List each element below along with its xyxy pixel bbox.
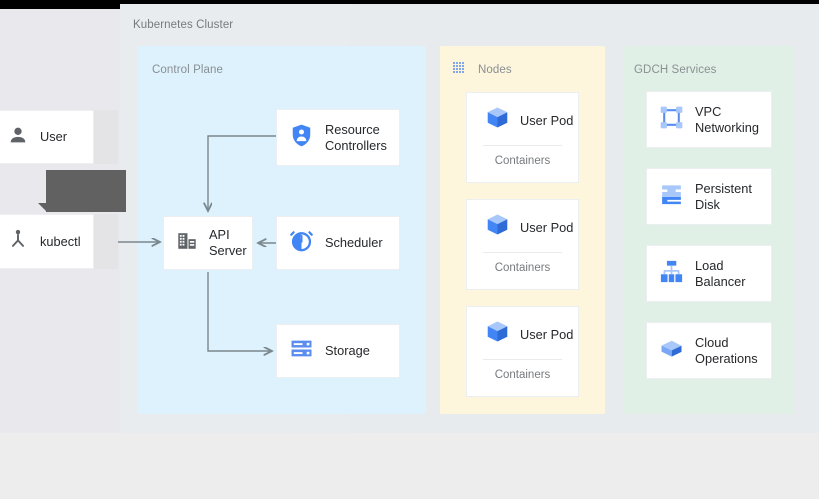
node-label: Cloud Operations [695, 334, 758, 366]
top-black-bar-left [0, 0, 120, 9]
storage-icon [289, 336, 314, 366]
pod-cube-icon [485, 319, 510, 349]
api-server-icon [176, 230, 198, 257]
top-black-bar-right [120, 0, 819, 4]
group-title-nodes: Nodes [478, 64, 512, 76]
node-label: VPC Networking [695, 103, 760, 135]
node-label: Resource Controllers [325, 121, 387, 153]
node-storage[interactable]: Storage [276, 324, 400, 378]
divider [483, 252, 562, 253]
node-kubectl[interactable]: kubectl [0, 214, 94, 269]
node-user-pod[interactable]: User Pod Containers [466, 306, 579, 397]
pod-cube-icon [485, 105, 510, 135]
node-user-pod[interactable]: User Pod Containers [466, 92, 579, 183]
pod-label: User Pod [520, 219, 574, 235]
node-api-server[interactable]: API Server [163, 216, 253, 270]
divider [483, 145, 562, 146]
node-persistent-disk[interactable]: Persistent Disk [646, 168, 772, 225]
pod-header: User Pod [467, 307, 578, 359]
node-label: Scheduler [325, 235, 383, 251]
user-card-shadow [94, 110, 118, 164]
pod-header: User Pod [467, 200, 578, 252]
divider [483, 359, 562, 360]
node-label: Persistent Disk [695, 180, 752, 212]
shield-person-icon [289, 123, 314, 153]
node-user-pod[interactable]: User Pod Containers [466, 199, 579, 290]
pod-footer: Containers [494, 155, 551, 167]
pod-footer: Containers [494, 369, 551, 381]
kubectl-icon [7, 228, 29, 255]
background-band-bottom [0, 433, 819, 499]
clock-scheduler-icon [289, 228, 314, 258]
persistent-disk-icon [659, 182, 684, 212]
node-cloud-operations[interactable]: Cloud Operations [646, 322, 772, 379]
node-user[interactable]: User [0, 110, 94, 164]
vpc-networking-icon [659, 105, 684, 135]
node-label: User [40, 129, 68, 145]
node-label: kubectl [40, 233, 81, 249]
tooltip-overlay [46, 170, 126, 212]
pod-cube-icon [485, 212, 510, 242]
node-load-balancer[interactable]: Load Balancer [646, 245, 772, 302]
node-resource-controllers[interactable]: Resource Controllers [276, 109, 400, 166]
node-scheduler[interactable]: Scheduler [276, 216, 400, 270]
kubectl-card-shadow [94, 214, 118, 269]
pod-label: User Pod [520, 326, 574, 342]
pod-header: User Pod [467, 93, 578, 145]
user-icon [7, 124, 29, 151]
node-label: Storage [325, 343, 370, 359]
node-vpc-networking[interactable]: VPC Networking [646, 91, 772, 148]
node-label: API Server [209, 227, 247, 258]
group-title-control-plane: Control Plane [152, 64, 223, 76]
page-title: Kubernetes Cluster [133, 19, 234, 31]
pod-footer: Containers [494, 262, 551, 274]
group-title-gdch: GDCH Services [634, 64, 717, 76]
pod-label: User Pod [520, 112, 574, 128]
nodes-grid-icon [452, 61, 466, 75]
tooltip-pointer-icon [38, 203, 47, 212]
load-balancer-icon [659, 259, 684, 289]
cloud-operations-icon [659, 336, 684, 366]
node-label: Load Balancer [695, 257, 746, 289]
